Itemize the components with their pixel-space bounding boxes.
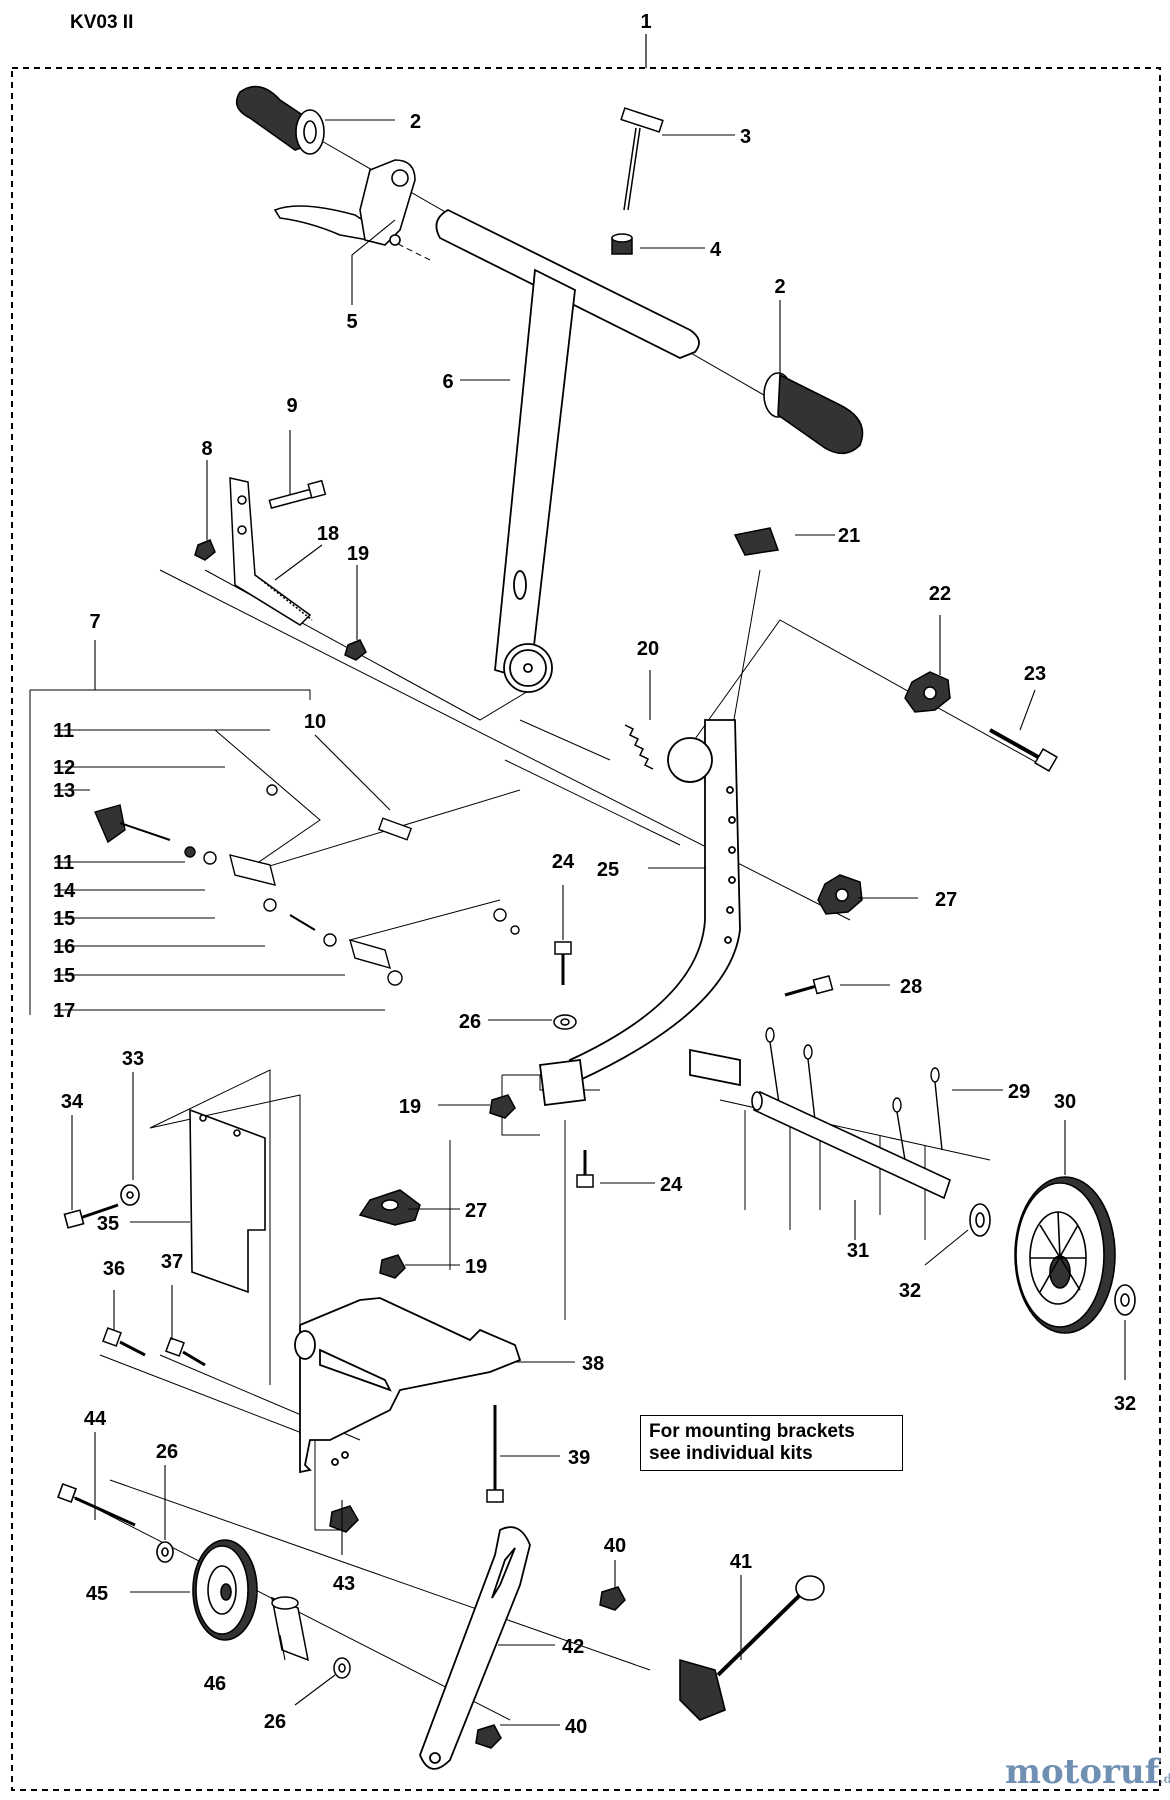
- callout: 17: [53, 1000, 75, 1022]
- callout: 32: [899, 1280, 921, 1302]
- lever-arm: [419, 1526, 531, 1770]
- star-knob-27b: [358, 1189, 421, 1279]
- callout: 23: [1024, 663, 1046, 685]
- callout: 15: [53, 908, 75, 930]
- long-bolt: [486, 1405, 504, 1503]
- callout: 45: [86, 1583, 108, 1605]
- rear-wheel: [969, 1176, 1136, 1334]
- axle: [751, 1090, 951, 1200]
- callout: 11: [53, 720, 74, 742]
- model-title: KV03 II: [70, 12, 134, 33]
- callout: 19: [465, 1256, 487, 1278]
- watermark-tld: .de: [1159, 1772, 1170, 1786]
- brake-lever: [273, 159, 416, 246]
- callout: 40: [604, 1535, 626, 1557]
- callout: 15: [53, 965, 75, 987]
- callout: 9: [286, 395, 297, 417]
- tension-sub-assembly: [94, 784, 520, 986]
- callout: 21: [838, 525, 860, 547]
- callout: 26: [264, 1711, 286, 1733]
- watermark-logo: motoruf.de: [1005, 1752, 1170, 1792]
- callout: 19: [399, 1096, 421, 1118]
- callout: 5: [346, 311, 357, 333]
- grip-upper: [235, 85, 325, 155]
- t-pin: [620, 107, 664, 211]
- callout: 26: [156, 1441, 178, 1463]
- callout-numbers: 1 2 2 3 4 5 6 7 8 9 10 11 12 13 11 14 15…: [53, 11, 1136, 1738]
- callout: 31: [847, 1240, 869, 1262]
- callout: 1: [640, 11, 651, 33]
- callout: 27: [465, 1200, 487, 1222]
- callout: 24: [660, 1174, 683, 1196]
- grommet: [611, 233, 633, 255]
- spring: [624, 724, 654, 770]
- handle-frame: [435, 208, 700, 693]
- callout: 26: [459, 1011, 481, 1033]
- hex-bolt-23: [989, 728, 1058, 772]
- watermark-brand: motoruf: [1005, 1752, 1160, 1792]
- callout: 18: [317, 523, 339, 545]
- callout: 13: [53, 780, 75, 802]
- callout: 39: [568, 1447, 590, 1469]
- callout: 12: [53, 757, 75, 779]
- callout: 28: [900, 976, 922, 998]
- mounting-brackets-note: For mounting brackets see individual kit…: [640, 1415, 903, 1471]
- cotter-pins: [765, 1027, 943, 1161]
- callout: 36: [103, 1258, 125, 1280]
- note-line-2: see individual kits: [649, 1443, 813, 1464]
- callout: 19: [347, 543, 369, 565]
- callout: 38: [582, 1353, 604, 1375]
- callout: 30: [1054, 1091, 1076, 1113]
- callout: 34: [61, 1091, 84, 1113]
- callout: 37: [161, 1251, 183, 1273]
- callout: 2: [774, 276, 785, 298]
- callout: 27: [935, 889, 957, 911]
- callout: 8: [201, 438, 212, 460]
- callout: 42: [562, 1636, 584, 1658]
- star-knob-upper: [904, 671, 951, 713]
- end-cap: [733, 527, 780, 556]
- assembly-boundary: [11, 67, 1161, 1791]
- callout: 43: [333, 1573, 355, 1595]
- callout: 33: [122, 1048, 144, 1070]
- callout: 46: [204, 1673, 226, 1695]
- callout: 24: [552, 851, 575, 873]
- bracket-assembly: [194, 477, 367, 661]
- base-bracket: [294, 1297, 522, 1474]
- grip-lower: [763, 372, 864, 455]
- callout: 4: [710, 239, 722, 261]
- frame-fasteners: [489, 941, 834, 1188]
- callout: 22: [929, 583, 951, 605]
- crank-handle: [679, 1575, 825, 1721]
- note-line-1: For mounting brackets: [649, 1421, 855, 1442]
- callout: 20: [637, 638, 659, 660]
- base-bolts: [102, 1327, 206, 1367]
- cover-plate: [63, 1108, 266, 1294]
- callout: 10: [304, 711, 326, 733]
- callout: 2: [410, 111, 421, 133]
- spacer-tube: [271, 1596, 351, 1679]
- callout: 32: [1114, 1393, 1136, 1415]
- callout: 40: [565, 1716, 587, 1738]
- callout: 11: [53, 852, 74, 874]
- callout: 6: [442, 371, 453, 393]
- callout: 41: [730, 1551, 752, 1573]
- callout: 44: [84, 1408, 107, 1430]
- callout: 25: [597, 859, 619, 881]
- callout: 16: [53, 936, 75, 958]
- nut-43: [329, 1505, 359, 1533]
- callout: 3: [740, 126, 751, 148]
- main-frame: [538, 719, 741, 1107]
- callout: 35: [97, 1213, 119, 1235]
- star-knob-27a: [817, 874, 863, 915]
- callout: 14: [53, 880, 76, 902]
- callout: 7: [89, 611, 100, 633]
- front-wheel: [57, 1483, 258, 1641]
- callout: 29: [1008, 1081, 1030, 1103]
